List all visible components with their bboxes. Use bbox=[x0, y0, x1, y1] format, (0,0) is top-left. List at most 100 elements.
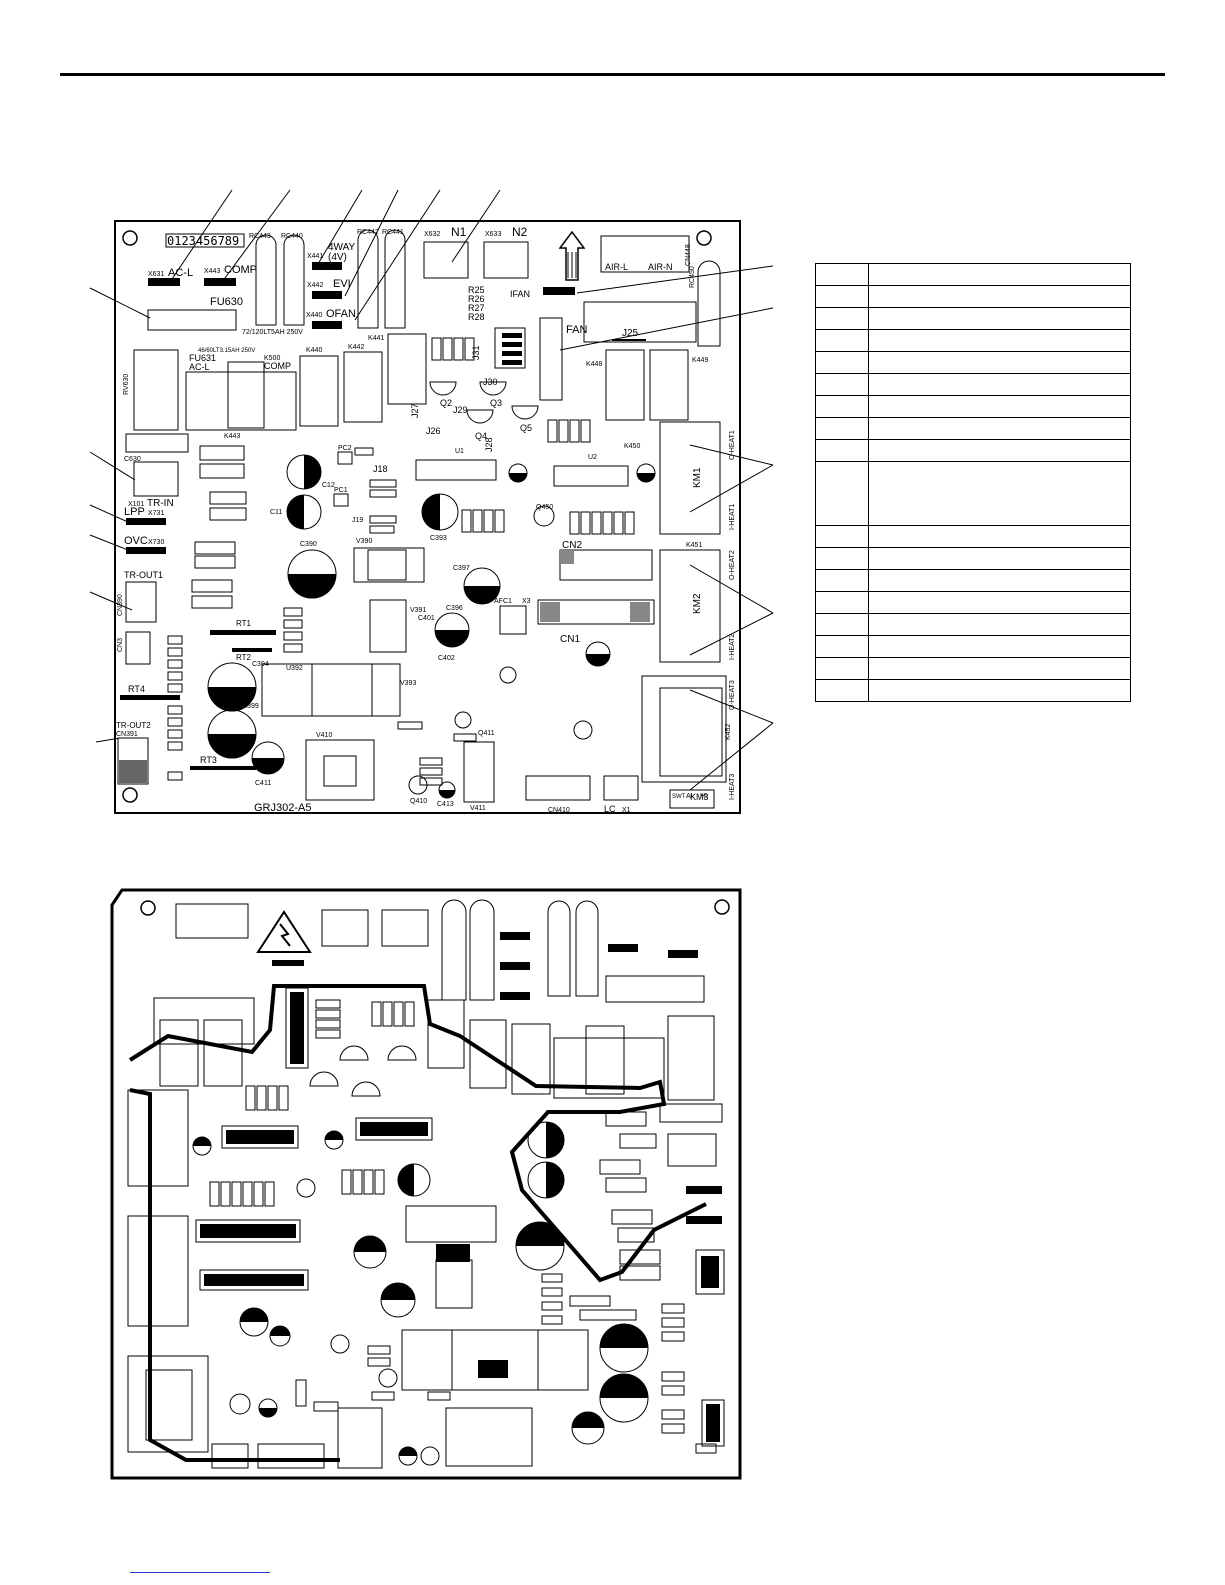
label-4way: 4WAY bbox=[328, 242, 356, 253]
label-iheat2: I-HEAT2 bbox=[729, 634, 736, 660]
legend-number-cell bbox=[815, 285, 869, 308]
label-ac-l: AC-L bbox=[168, 267, 193, 279]
label-afc1: AFC1 bbox=[494, 598, 512, 605]
legend-description-cell bbox=[868, 439, 1131, 462]
label-q2: Q2 bbox=[440, 398, 452, 408]
label-rt3: RT3 bbox=[200, 755, 217, 765]
legend-row bbox=[815, 329, 1131, 352]
label-rt4: RT4 bbox=[128, 684, 145, 694]
label-x631: X631 bbox=[148, 271, 164, 278]
legend-number-cell bbox=[815, 547, 869, 570]
label-tr-out2: TR-OUT2 bbox=[116, 721, 151, 730]
label-x633: X633 bbox=[485, 231, 501, 238]
label-v390: V390 bbox=[356, 538, 372, 545]
legend-description-cell bbox=[868, 351, 1131, 374]
legend-number-cell bbox=[815, 569, 869, 592]
label-sw: SWT bbox=[672, 794, 686, 800]
label-j30: J30 bbox=[483, 377, 498, 387]
legend-number-cell bbox=[815, 351, 869, 374]
legend-description-cell bbox=[868, 591, 1131, 614]
label-j25: J25 bbox=[622, 328, 639, 339]
label-c413: C413 bbox=[437, 801, 454, 808]
label-lc: LC bbox=[604, 804, 616, 814]
label-x443: X443 bbox=[204, 268, 220, 275]
legend-row bbox=[815, 635, 1131, 658]
label-rc441: RC441 bbox=[382, 229, 404, 236]
label-fu631: FU631 bbox=[189, 353, 216, 363]
footer-link-underline[interactable] bbox=[130, 1572, 270, 1573]
label-r28: R28 bbox=[468, 312, 485, 322]
label-x3: X3 bbox=[522, 598, 531, 605]
legend-description-cell bbox=[868, 395, 1131, 418]
legend-number-cell bbox=[815, 329, 869, 352]
label-cn3: CN3 bbox=[117, 638, 124, 652]
label-ac-l-2: AC-L bbox=[189, 362, 210, 372]
label-c411: C411 bbox=[255, 780, 271, 787]
label-q3: Q3 bbox=[490, 398, 502, 408]
legend-row bbox=[815, 417, 1131, 440]
legend-row bbox=[815, 439, 1131, 462]
label-tr-out1: TR-OUT1 bbox=[124, 570, 163, 580]
label-c402: C402 bbox=[438, 655, 455, 662]
label-x731: X731 bbox=[148, 510, 164, 517]
label-km2: KM2 bbox=[692, 593, 703, 614]
label-oheat1: O-HEAT1 bbox=[729, 430, 736, 460]
legend-number-cell bbox=[815, 395, 869, 418]
label-fuse2: 46/60LT3.15AH 250V bbox=[198, 348, 255, 354]
legend-row bbox=[815, 285, 1131, 308]
label-x440: X440 bbox=[306, 312, 322, 319]
legend-number-cell bbox=[815, 525, 869, 548]
legend-row bbox=[815, 461, 1131, 526]
legend-row bbox=[815, 395, 1131, 418]
label-v393: V393 bbox=[400, 680, 416, 687]
label-c630: C630 bbox=[124, 456, 141, 463]
label-u1: U1 bbox=[455, 448, 464, 455]
label-u2: U2 bbox=[588, 454, 597, 461]
label-rt2: RT2 bbox=[236, 653, 252, 662]
label-q4: Q4 bbox=[475, 431, 487, 441]
label-j29: J29 bbox=[453, 405, 468, 415]
label-x730: X730 bbox=[148, 539, 164, 546]
legend-description-cell bbox=[868, 547, 1131, 570]
legend-number-cell bbox=[815, 373, 869, 396]
label-j18: J18 bbox=[373, 464, 388, 474]
legend-row bbox=[815, 525, 1131, 548]
label-c401: C401 bbox=[418, 615, 435, 622]
label-rc450: RC450 bbox=[689, 266, 696, 288]
legend-row bbox=[815, 569, 1131, 592]
label-k450: K450 bbox=[624, 443, 640, 450]
legend-description-cell bbox=[868, 679, 1131, 702]
label-k500: K500 bbox=[264, 355, 280, 362]
legend-number-cell bbox=[815, 613, 869, 636]
label-j27: J27 bbox=[410, 403, 420, 418]
label-hi: HI bbox=[700, 793, 707, 800]
label-c393: C393 bbox=[430, 535, 447, 542]
label-ofan: OFAN bbox=[326, 308, 356, 320]
label-c12: C12 bbox=[322, 482, 335, 489]
label-q5: Q5 bbox=[520, 423, 532, 433]
legend-row bbox=[815, 307, 1131, 330]
label-rc440: RC440 bbox=[281, 233, 303, 240]
legend-row bbox=[815, 373, 1131, 396]
label-x632: X632 bbox=[424, 231, 440, 238]
legend-row bbox=[815, 351, 1131, 374]
label-k449: K449 bbox=[692, 357, 708, 364]
label-cn390: CN390 bbox=[117, 594, 124, 616]
legend-number-cell bbox=[815, 635, 869, 658]
label-j26: J26 bbox=[426, 426, 441, 436]
label-oheat2: O-HEAT2 bbox=[729, 550, 736, 580]
label-cn391: CN391 bbox=[116, 731, 138, 738]
label-k443: K443 bbox=[224, 433, 240, 440]
label-c396: C396 bbox=[446, 605, 463, 612]
label-air-n: AIR-N bbox=[648, 262, 673, 272]
legend-description-cell bbox=[868, 285, 1131, 308]
legend-row bbox=[815, 657, 1131, 680]
legend-description-cell bbox=[868, 417, 1131, 440]
label-v391: V391 bbox=[410, 607, 426, 614]
label-tr-in: TR-IN bbox=[147, 498, 174, 509]
legend-description-cell bbox=[868, 525, 1131, 548]
legend-number-cell bbox=[815, 263, 869, 286]
header-rule bbox=[60, 73, 1165, 76]
label-r27: R27 bbox=[468, 303, 485, 313]
label-k452: K452 bbox=[725, 724, 732, 740]
